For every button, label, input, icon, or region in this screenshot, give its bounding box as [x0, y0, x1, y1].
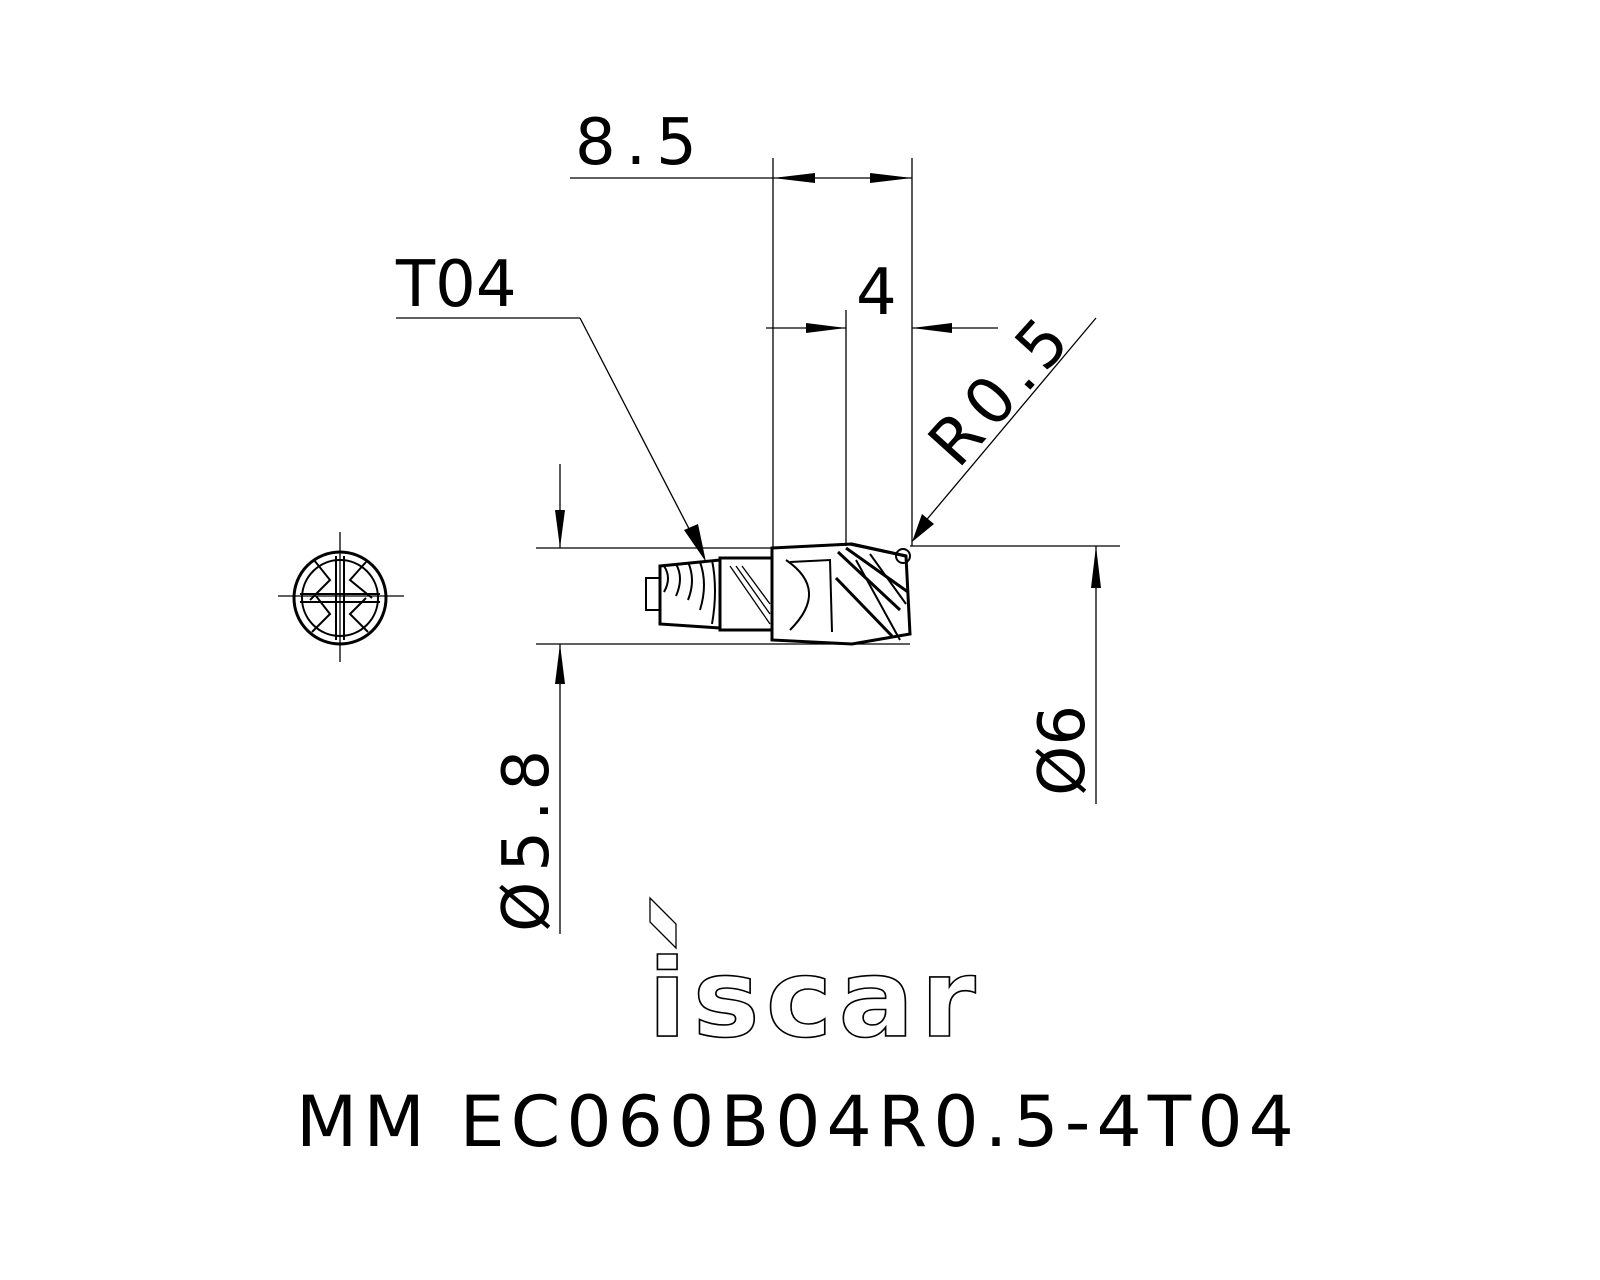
dim-cutting-diameter-label: Ø6 — [1026, 705, 1100, 796]
end-view — [278, 532, 404, 662]
leader-corner-radius: R0.5 — [912, 299, 1097, 542]
dim-cutting-length: 4 — [766, 256, 998, 333]
leader-thread-label: T04 — [395, 248, 517, 322]
leader-thread: T04 — [395, 248, 706, 562]
brand-logo-text: iscar — [648, 937, 982, 1062]
dim-overall-length-label: 8.5 — [575, 106, 707, 180]
dim-cutting-diameter: Ø6 — [1026, 546, 1101, 804]
tool-designation: MM EC060B04R0.5-4T04 — [296, 1081, 1300, 1163]
dim-overall-length: 8.5 — [570, 106, 912, 183]
dim-cutting-length-label: 4 — [856, 256, 897, 330]
dim-neck-diameter: Ø5.8 — [490, 464, 565, 934]
diameter-extension-lines — [536, 545, 1120, 645]
dim-neck-diameter-label: Ø5.8 — [490, 740, 564, 932]
brand-logo: iscar — [647, 896, 982, 1063]
length-extension-lines — [772, 158, 913, 548]
tool-side-view — [645, 542, 912, 646]
